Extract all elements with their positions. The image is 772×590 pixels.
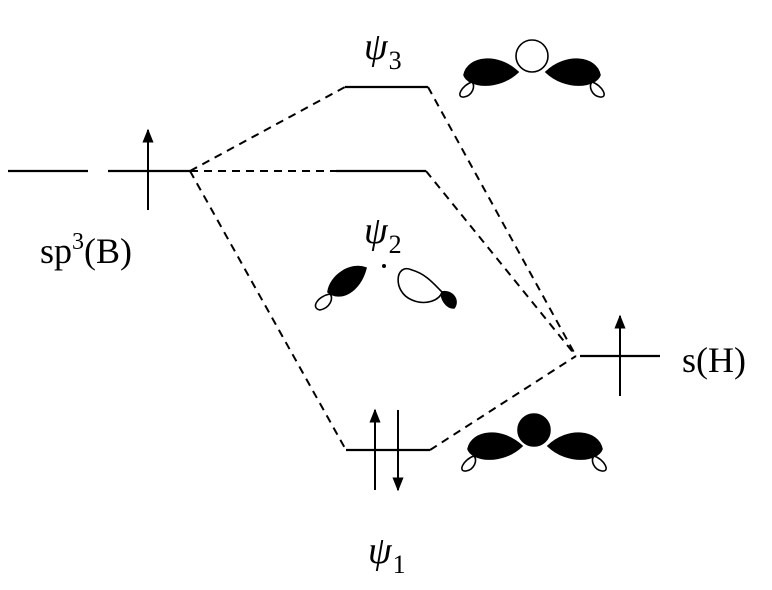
psi1-orbital-picture [461,413,607,472]
psi1-right-tail [591,455,607,472]
psi1-left-lobe [467,432,524,460]
psi2-right-lobe [397,267,443,304]
psi2-symbol: ψ [364,210,388,252]
psi1-subscript: 1 [392,550,406,579]
psi3-label: ψ3 [364,28,402,74]
psi3-subscript: 3 [388,46,402,75]
psi2-left-lobe [327,265,367,297]
psi1-symbol: ψ [368,530,392,572]
b-to-psi1 [189,170,347,451]
psi1-hydrogen-s-orbital [517,413,551,447]
psi3-right-lobe [544,58,601,86]
psi2-left-tail [314,293,333,311]
correlation-lines [189,86,577,451]
psi1-left-tail [461,455,477,472]
psi3-right-tail [589,81,605,98]
boron-label-suffix: (B) [84,231,133,271]
boron-label-superscript: 3 [72,229,85,255]
psi2-node-dot [382,264,386,268]
psi3-left-lobe [463,58,520,86]
boron-label-prefix: sp [40,231,73,271]
b-to-psi3 [189,86,346,172]
psi2-label: ψ2 [364,212,402,258]
psi1-right-lobe [546,432,603,460]
psi2-orbital-picture [314,264,457,311]
psi3-symbol: ψ [364,26,388,68]
psi3-left-tail [459,81,475,98]
electrons [142,128,626,492]
psi3-hydrogen-s-orbital [515,39,549,73]
boron-orbital-label: sp3(B) [40,230,132,269]
psi1-to-h [429,355,577,451]
psi2-subscript: 2 [388,230,402,259]
psi2-right-tail [440,290,457,309]
hydrogen-orbital-label: s(H) [682,340,746,380]
psi2-to-h [425,170,577,357]
psi1-label: ψ1 [368,532,406,578]
psi3-to-h [427,86,577,357]
psi3-orbital-picture [459,39,605,98]
